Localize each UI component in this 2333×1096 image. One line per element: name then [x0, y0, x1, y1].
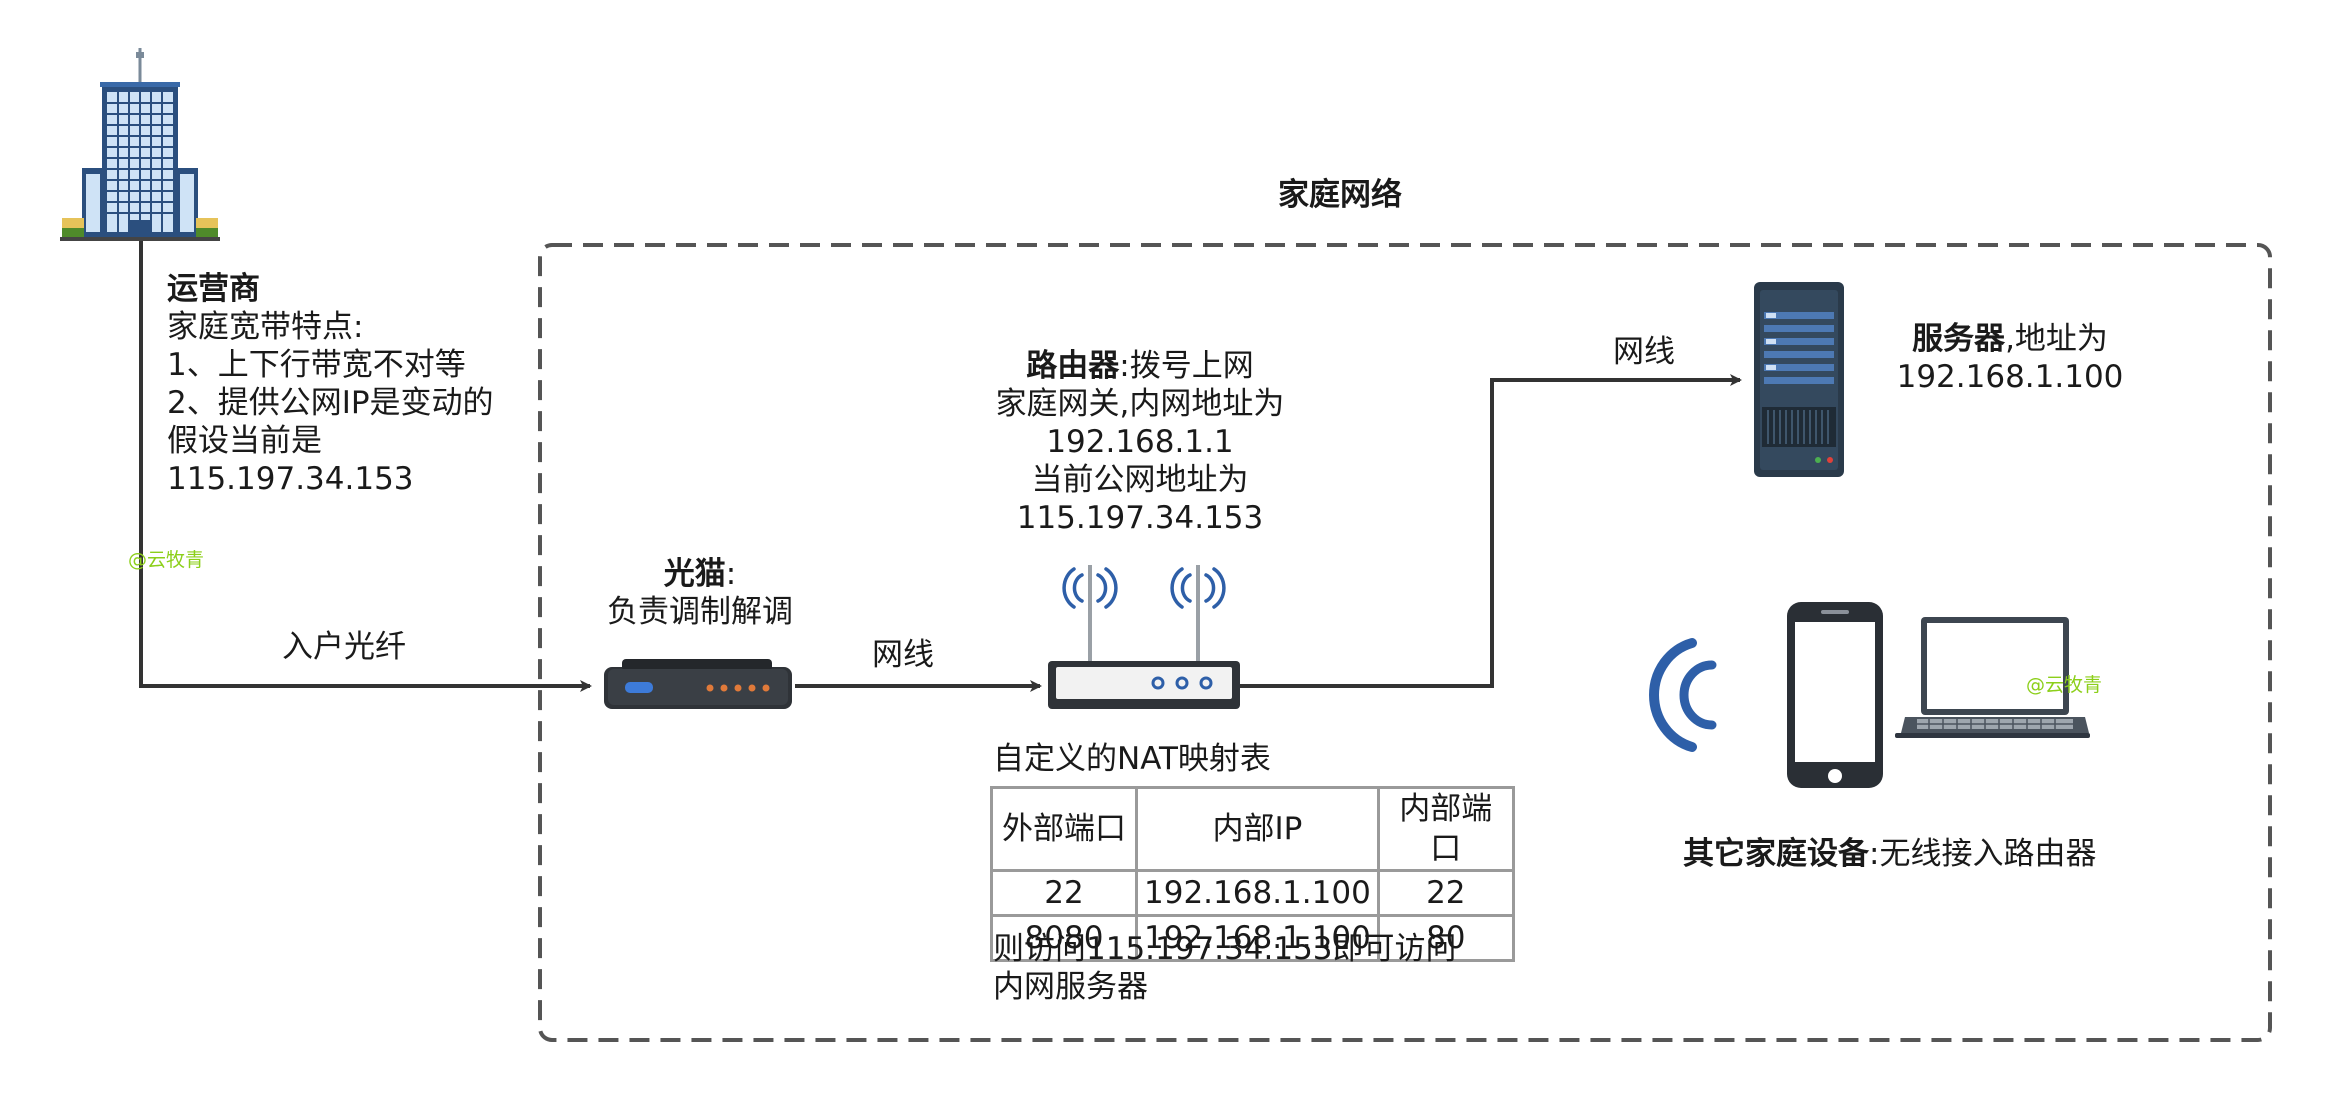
isp-name: 运营商 [167, 271, 260, 307]
isp-line: 2、提供公网IP是变动的 [167, 385, 494, 421]
router-role: :拨号上网 [1119, 348, 1254, 384]
server-name: 服务器 [1912, 321, 2006, 357]
phone-icon [1787, 602, 1883, 788]
isp-line: 1、上下行带宽不对等 [167, 347, 466, 383]
router-line: 家庭网关,内网地址为 [995, 386, 1285, 422]
nat-cell: 22 [990, 869, 1138, 917]
fiber-label: 入户光纤 [282, 629, 406, 665]
watermark: @云牧青 [128, 549, 205, 571]
nat-caption: 自定义的NAT映射表 [993, 741, 1271, 777]
devices-name: 其它家庭设备 [1683, 836, 1869, 872]
nat-table: 外部端口 内部IP 内部端口 22 192.168.1.100 22 8080 … [990, 786, 1515, 962]
nat-header-cell: 内部IP [1135, 786, 1380, 872]
nat-note-line: 内网服务器 [993, 969, 1148, 1005]
router-server-wire [1232, 374, 1742, 688]
nat-cell: 22 [1376, 869, 1515, 917]
router-line: 192.168.1.1 [1046, 424, 1234, 460]
nat-note-line: 则访问115.197.34.153即可访问 [993, 931, 1457, 967]
router-line: 当前公网地址为 [1031, 462, 1249, 498]
watermark: @云牧青 [2026, 674, 2103, 696]
nat-header-row: 外部端口 内部IP 内部端口 [990, 786, 1515, 872]
router-line: 115.197.34.153 [1016, 500, 1264, 536]
diagram-title: 家庭网络 [1278, 177, 1402, 213]
home-network-frame [538, 243, 2272, 1042]
router-label: 路由器:拨号上网 家庭网关,内网地址为 192.168.1.1 当前公网地址为 … [920, 347, 1360, 537]
modem-name: 光猫 [663, 556, 726, 592]
devices-desc: :无线接入路由器 [1869, 836, 2097, 872]
nat-header-cell: 内部端口 [1376, 786, 1515, 872]
modem-label: 光猫: 负责调制解调 [590, 555, 810, 631]
modem-separator: : [725, 556, 737, 592]
building-icon [60, 48, 220, 241]
nat-cell: 192.168.1.100 [1135, 869, 1380, 917]
server-address: 192.168.1.100 [1896, 359, 2124, 395]
nat-header-cell: 外部端口 [990, 786, 1138, 872]
cable-label: 网线 [1613, 334, 1675, 370]
isp-line: 115.197.34.153 [167, 461, 414, 497]
isp-description: 运营商 家庭宽带特点: 1、上下行带宽不对等 2、提供公网IP是变动的 假设当前… [167, 270, 494, 498]
nat-cell: 192.168.1.100 [1135, 914, 1380, 962]
devices-label: 其它家庭设备:无线接入路由器 [1683, 835, 2096, 873]
nat-cell: 80 [1376, 914, 1515, 962]
fiber-wire [139, 225, 592, 692]
router-name: 路由器 [1026, 348, 1120, 384]
wifi-waves-icon [1649, 638, 1717, 752]
modem-desc: 负责调制解调 [607, 594, 793, 630]
modem-icon [604, 659, 792, 709]
laptop-icon [1895, 617, 2090, 738]
server-label: 服务器,地址为 192.168.1.100 [1860, 320, 2160, 396]
nat-cell: 8080 [990, 914, 1138, 962]
server-icon [1754, 282, 1844, 477]
nat-note: 则访问115.197.34.153即可访问 内网服务器 [993, 930, 1457, 1006]
router-icon [1048, 565, 1240, 709]
cable-label: 网线 [872, 637, 934, 673]
isp-line: 假设当前是 [167, 423, 322, 459]
nat-row: 8080 192.168.1.100 80 [990, 914, 1515, 962]
nat-row: 22 192.168.1.100 22 [990, 869, 1515, 917]
server-address-label: ,地址为 [2005, 321, 2108, 357]
isp-line: 家庭宽带特点: [167, 309, 364, 345]
